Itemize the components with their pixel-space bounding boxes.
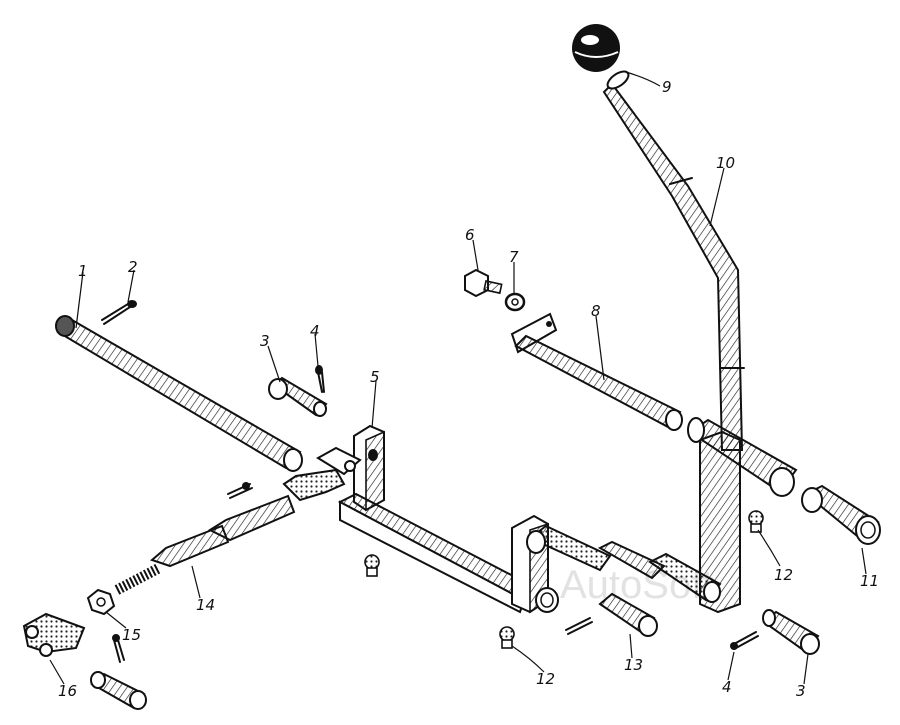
callout-3-lower: 3 (796, 682, 806, 700)
callout-12-right: 12 (774, 566, 793, 584)
callout-labels: 1 2 3 4 5 6 7 8 9 10 11 12 12 13 14 15 1… (58, 78, 879, 700)
part-7-washer (504, 292, 526, 312)
callout-8: 8 (591, 302, 601, 320)
part-4-split-pin-upper (315, 365, 325, 393)
callout-11: 11 (860, 572, 879, 590)
part-6-bolt (464, 268, 503, 298)
part-12-lubricator (364, 510, 764, 649)
part-1-long-rod (55, 315, 303, 472)
part-14-threaded-rod (114, 446, 362, 595)
callout-3-upper: 3 (260, 332, 270, 350)
callout-14: 14 (196, 596, 215, 614)
callout-5: 5 (370, 368, 380, 386)
part-4-split-pin-lower (730, 631, 759, 650)
part-8-flanged-rod (510, 312, 683, 431)
callout-9: 9 (662, 78, 672, 96)
callout-6: 6 (465, 226, 475, 244)
part-16-clevis (22, 612, 147, 710)
leader-lines (49, 71, 867, 685)
part-15-nut (86, 588, 125, 663)
part-3-pin-upper (268, 376, 328, 417)
callout-4-upper: 4 (310, 322, 320, 340)
callout-12-bottom: 12 (536, 670, 555, 688)
part-10-lever-base (687, 417, 798, 614)
link-rod (526, 524, 722, 603)
callout-1: 1 (78, 262, 88, 280)
part-9-knob (572, 24, 620, 72)
part-5-bracket (337, 424, 559, 614)
part-13-pin (565, 592, 658, 637)
callout-16: 16 (58, 682, 77, 700)
part-2-cotter-pin (101, 300, 137, 325)
part-3-pin-lower (762, 609, 820, 655)
callout-13: 13 (624, 656, 643, 674)
callout-15: 15 (122, 626, 141, 644)
callout-4-lower: 4 (722, 678, 732, 696)
part-11-bushing (801, 484, 881, 545)
callout-10: 10 (716, 154, 735, 172)
callout-7: 7 (509, 248, 519, 266)
callout-2: 2 (128, 258, 138, 276)
